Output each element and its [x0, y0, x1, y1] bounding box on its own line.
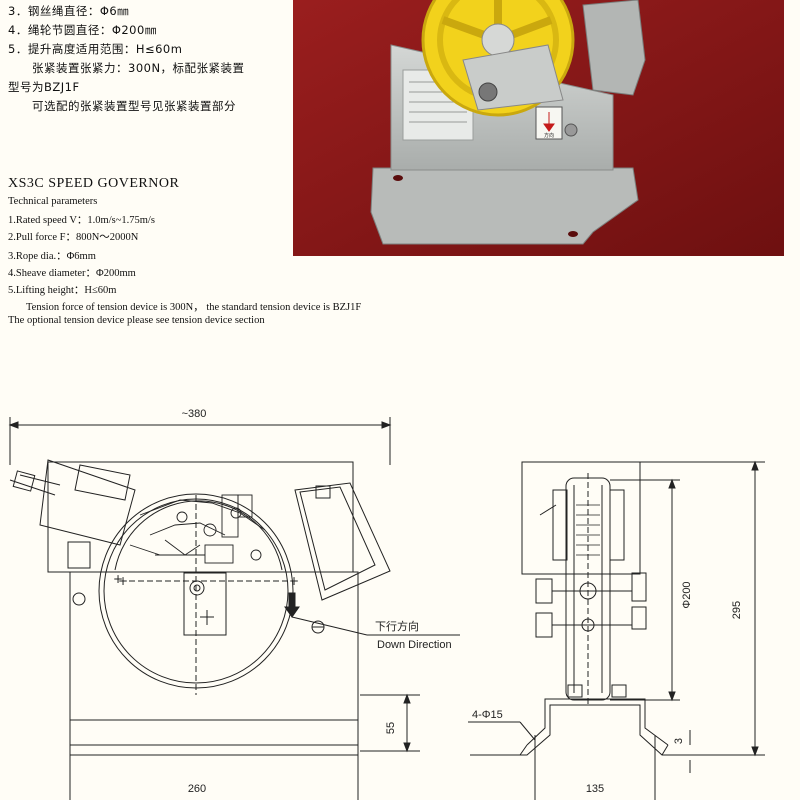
en-spec-optional: The optional tension device please see t… — [8, 315, 265, 326]
en-spec-rope-dia: 3.Rope dia.：Φ6mm — [8, 251, 96, 262]
down-direction-cn: 下行方向 — [375, 619, 419, 633]
cn-spec-tension-2: 型号为BZJ1F — [8, 80, 80, 94]
front-base-bracket — [69, 571, 359, 756]
cn-spec-lifting-height: 5．提升高度适用范围：H≤60m — [8, 42, 183, 56]
en-spec-lifting-height: 5.Lifting height：H≤60m — [8, 285, 117, 296]
front-housing-outline — [47, 461, 354, 573]
hub-plate — [183, 572, 227, 636]
mount-hole — [393, 175, 403, 181]
en-spec-tension: Tension force of tension device is 300N，… — [26, 302, 362, 313]
front-right-switch-box — [294, 482, 391, 634]
en-spec-sheave-diameter: 4.Sheave diameter：Φ200mm — [8, 268, 136, 279]
cn-spec-sheave-diameter: 4．绳轮节圆直径：Φ200㎜ — [8, 23, 157, 37]
down-direction-arrow — [284, 592, 300, 618]
en-spec-pull-force: 2.Pull force F：800N～2000N — [8, 232, 139, 243]
dim-width-380 — [8, 417, 392, 465]
switch-box — [582, 0, 646, 96]
en-spec-rated-speed: 1.Rated speed V：1.0m/s~1.75m/s — [8, 215, 155, 226]
en-spec-heading: Technical parameters — [8, 196, 98, 207]
dim-height-55 — [360, 693, 420, 753]
base-bracket — [370, 167, 639, 245]
cn-spec-optional: 可选配的张紧装置型号见张紧装置部分 — [32, 99, 236, 113]
technical-drawing: ~380 + + + — [8, 408, 765, 800]
cn-spec-rope-diameter: 3．钢丝绳直径：Φ6㎜ — [8, 4, 130, 18]
dim-sheave-200 — [610, 478, 680, 702]
dim-height-55-label: 55 — [385, 722, 397, 734]
svg-text:+: + — [113, 572, 123, 586]
holes-label: 4-Φ15 — [472, 709, 503, 721]
product-photo: 方向 — [293, 0, 784, 256]
dim-sheave-200-label: Φ200 — [681, 581, 693, 608]
dim-base-260 — [69, 755, 359, 800]
down-direction-en: Down Direction — [377, 639, 452, 651]
svg-text:+: + — [118, 574, 128, 588]
dim-width-380-label: ~380 — [182, 408, 207, 420]
dim-3-label: 3 — [673, 738, 685, 744]
front-left-switch: + — [9, 459, 136, 606]
svg-text:+: + — [289, 574, 299, 588]
dim-base-260-label: 260 — [188, 783, 206, 795]
dim-height-295-label: 295 — [731, 601, 743, 619]
product-title: XS3C SPEED GOVERNOR — [8, 176, 180, 191]
cn-spec-tension-1: 张紧装置张紧力：300N，标配张紧装置 — [32, 61, 245, 75]
direction-label-text: 方向 — [544, 132, 554, 139]
side-view — [470, 461, 705, 800]
dim-height-295 — [640, 460, 765, 757]
mount-hole — [568, 231, 578, 237]
dim-135-label: 135 — [586, 783, 604, 795]
